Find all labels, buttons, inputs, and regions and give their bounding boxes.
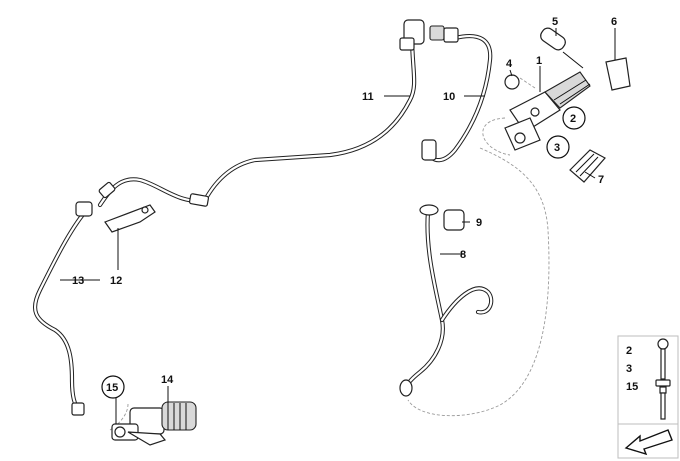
callout-11: 11 xyxy=(362,91,374,103)
legend-15: 15 xyxy=(626,381,638,393)
callout-5: 5 xyxy=(552,16,558,28)
pipe-13[interactable] xyxy=(32,201,93,416)
diagram-arrow-icon xyxy=(617,423,679,459)
callout-3: 3 xyxy=(554,142,560,154)
connector-top[interactable] xyxy=(399,19,459,161)
boot-1[interactable] xyxy=(544,71,591,109)
pipe-10[interactable] xyxy=(425,33,493,163)
hose-8[interactable] xyxy=(399,204,494,397)
callout-14: 14 xyxy=(161,374,174,386)
bracket-7[interactable] xyxy=(569,149,606,183)
legend-box: 2 3 15 xyxy=(617,335,679,425)
callout-7: 7 xyxy=(598,174,604,186)
callout-15: 15 xyxy=(106,382,118,394)
callout-12: 12 xyxy=(110,275,122,287)
callout-6: 6 xyxy=(611,16,617,28)
clip-6[interactable] xyxy=(605,57,631,91)
clamp-9[interactable] xyxy=(443,209,465,231)
callout-13: 13 xyxy=(72,275,84,287)
pipe-11[interactable] xyxy=(202,32,417,203)
cap-4[interactable] xyxy=(504,74,520,90)
legend-3: 3 xyxy=(626,363,632,375)
pushrod-5[interactable] xyxy=(538,26,584,69)
callout-8: 8 xyxy=(460,249,466,261)
bracket-12[interactable] xyxy=(104,204,156,233)
leader-lines xyxy=(60,28,616,424)
slave-cylinder-14[interactable] xyxy=(111,401,197,446)
callout-4: 4 xyxy=(506,58,513,70)
callout-2: 2 xyxy=(570,113,576,125)
master-cylinder-1[interactable] xyxy=(504,91,561,151)
dashed-routing-lines xyxy=(109,77,550,431)
callouts: 1 4 5 6 7 8 9 10 11 12 13 14 2 3 15 xyxy=(72,16,617,399)
callout-1: 1 xyxy=(536,55,542,67)
hose-assembly[interactable] xyxy=(97,177,210,208)
callout-10: 10 xyxy=(443,91,455,103)
callout-9: 9 xyxy=(476,217,482,229)
legend-2: 2 xyxy=(626,345,632,357)
bolt-icon xyxy=(655,338,671,420)
